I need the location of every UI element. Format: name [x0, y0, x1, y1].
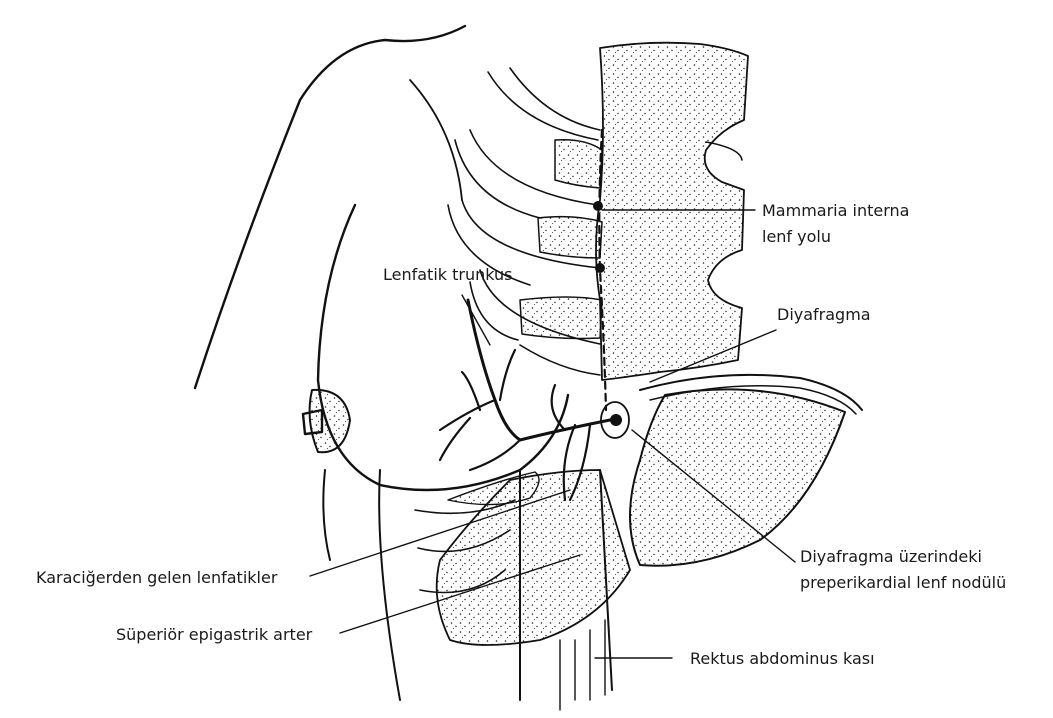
torso-side-outline-2	[379, 470, 400, 700]
rib-2b	[455, 140, 540, 218]
label-diyafragma: Diyafragma	[777, 304, 871, 326]
liver	[630, 389, 845, 565]
label-lenfatik-trunkus: Lenfatik trunkus	[383, 264, 513, 286]
label-mammaria-line2: lenf yolu	[762, 226, 831, 248]
label-mammaria-line1: Mammaria interna	[762, 200, 909, 222]
nipple	[310, 390, 350, 452]
rectus-fibers	[560, 620, 605, 710]
rib-cartilage-3	[520, 297, 602, 339]
torso-side-outline	[323, 470, 330, 560]
sternum	[596, 43, 748, 380]
breast-outline	[318, 205, 568, 490]
rib-1b	[510, 68, 600, 130]
label-node-line2: preperikardial lenf nodülü	[800, 572, 1006, 594]
label-epigastrik: Süperiör epigastrik arter	[116, 624, 312, 646]
shoulder-outline	[195, 26, 465, 388]
rib-cartilage-1	[555, 140, 602, 188]
label-node-line1: Diyafragma üzerindeki	[800, 546, 982, 568]
rib-cartilage-2	[538, 217, 602, 258]
label-karaciger: Karaciğerden gelen lenfatikler	[36, 567, 277, 589]
rib-1	[488, 72, 598, 140]
rib-arc-right	[706, 142, 742, 160]
rib-5	[520, 345, 600, 375]
label-rektus: Rektus abdominus kası	[690, 648, 875, 670]
